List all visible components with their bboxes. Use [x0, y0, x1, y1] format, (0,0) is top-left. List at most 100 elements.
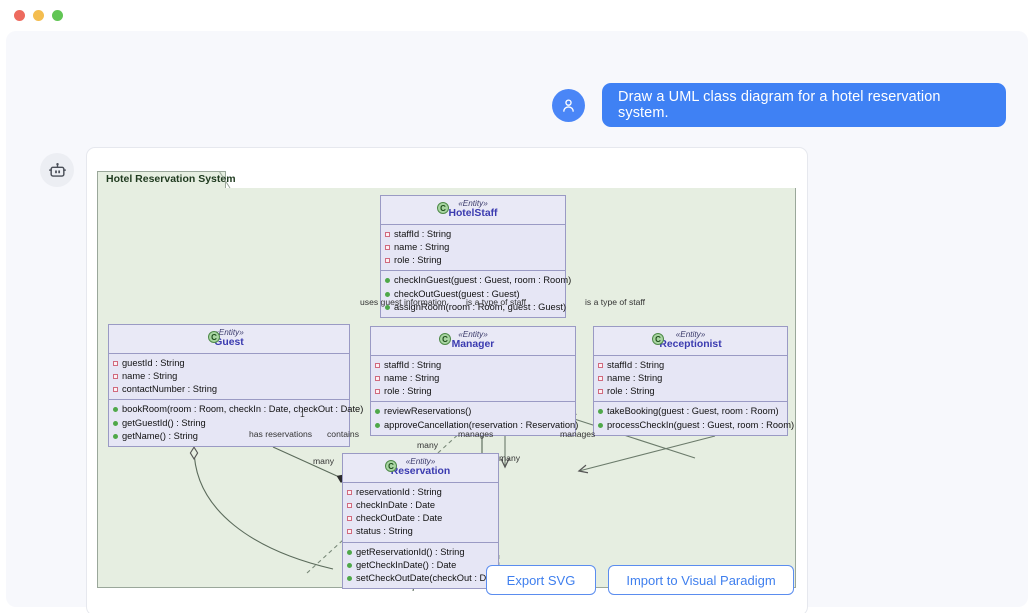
- method-text: takeBooking(guest : Guest, room : Room): [607, 406, 779, 417]
- edge-label-is-a-type-of-staff-manager: is a type of staff: [466, 297, 527, 307]
- export-svg-button[interactable]: Export SVG: [486, 565, 596, 595]
- attribute-marker-icon: [375, 389, 380, 395]
- method-text: getName() : String: [122, 430, 198, 441]
- class-name: Guest: [214, 337, 244, 349]
- method-row: checkOutGuest(guest : Guest): [385, 288, 562, 301]
- minimize-button[interactable]: [33, 10, 44, 21]
- edge-label-one-guest: 1: [300, 409, 305, 419]
- attribute-row: checkInDate : Date: [347, 499, 495, 512]
- attribute-text: checkOutDate : Date: [356, 513, 443, 524]
- method-text: getGuestId() : String: [122, 417, 206, 428]
- class-stereotype: «Entity»: [458, 199, 488, 208]
- attribute-text: name : String: [607, 373, 663, 384]
- attribute-marker-icon: [598, 376, 603, 382]
- class-header: C «Entity» HotelStaff: [381, 196, 565, 225]
- import-to-visual-paradigm-button[interactable]: Import to Visual Paradigm: [608, 565, 794, 595]
- attributes-section: staffId : String name : String role : St…: [381, 225, 565, 271]
- edge-label-many-manager: many: [417, 440, 439, 450]
- class-icon: C: [208, 331, 220, 343]
- user-avatar: [552, 89, 585, 122]
- methods-section: checkInGuest(guest : Guest, room : Room)…: [381, 270, 571, 317]
- assistant-avatar: [40, 153, 74, 187]
- attribute-marker-icon: [375, 376, 380, 382]
- method-text: getCheckInDate() : Date: [356, 559, 457, 570]
- class-icon: C: [437, 202, 449, 214]
- method-marker-icon: [385, 304, 390, 310]
- method-row: approveCancellation(reservation : Reserv…: [375, 419, 578, 432]
- method-marker-icon: [113, 433, 118, 439]
- attributes-section: staffId : String name : String role : St…: [371, 356, 575, 402]
- attribute-text: staffId : String: [384, 359, 442, 370]
- uml-diagram-canvas[interactable]: Hotel Reservation System: [95, 171, 801, 591]
- attribute-row: checkOutDate : Date: [347, 512, 495, 525]
- class-header: C «Entity» Receptionist: [594, 327, 787, 356]
- method-text: processCheckIn(guest : Guest, room : Roo…: [607, 419, 795, 430]
- method-row: getGuestId() : String: [113, 417, 346, 430]
- maximize-button[interactable]: [52, 10, 63, 21]
- methods-section: bookRoom(room : Room, checkIn : Date, ch…: [109, 399, 363, 446]
- attributes-section: reservationId : String checkInDate : Dat…: [343, 483, 498, 542]
- attribute-marker-icon: [347, 529, 352, 535]
- uml-class-reservation[interactable]: C «Entity» Reservation reservationId : S…: [342, 453, 502, 590]
- attribute-text: staffId : String: [394, 228, 452, 239]
- attribute-marker-icon: [375, 362, 380, 368]
- attribute-marker-icon: [113, 387, 118, 393]
- attribute-text: status : String: [356, 526, 413, 537]
- attribute-marker-icon: [385, 231, 390, 237]
- window-titlebar: [0, 0, 1034, 31]
- class-stereotype: «Entity»: [214, 328, 244, 337]
- attribute-marker-icon: [113, 360, 118, 366]
- method-row: assignRoom(room : Room, guest : Guest): [385, 301, 566, 314]
- method-row: takeBooking(guest : Guest, room : Room): [598, 405, 784, 418]
- attribute-text: role : String: [394, 255, 442, 266]
- method-row: getReservationId() : String: [347, 546, 495, 559]
- edge-label-contains: contains: [327, 429, 360, 439]
- attributes-section: guestId : String name : String contactNu…: [109, 354, 349, 400]
- method-marker-icon: [347, 549, 352, 555]
- attribute-row: reservationId : String: [347, 486, 495, 499]
- attribute-row: guestId : String: [113, 357, 346, 370]
- robot-icon: [48, 162, 66, 177]
- attribute-text: staffId : String: [607, 359, 665, 370]
- attribute-marker-icon: [113, 374, 118, 380]
- method-marker-icon: [347, 562, 352, 568]
- method-marker-icon: [375, 422, 380, 428]
- method-text: assignRoom(room : Room, guest : Guest): [394, 301, 567, 312]
- attribute-marker-icon: [347, 503, 352, 509]
- package-tab-corner: [219, 171, 231, 189]
- class-name: Receptionist: [659, 339, 722, 351]
- attribute-marker-icon: [598, 362, 603, 368]
- class-header: C «Entity» Guest: [109, 325, 349, 354]
- attribute-text: role : String: [607, 386, 655, 397]
- class-name: Manager: [451, 339, 495, 351]
- attribute-text: role : String: [384, 386, 432, 397]
- method-text: getReservationId() : String: [356, 546, 465, 557]
- close-button[interactable]: [14, 10, 25, 21]
- attribute-marker-icon: [347, 489, 352, 495]
- attribute-marker-icon: [385, 258, 390, 264]
- class-stereotype: «Entity»: [458, 330, 488, 339]
- method-row: reviewReservations(): [375, 405, 572, 418]
- class-name: HotelStaff: [448, 208, 498, 220]
- methods-section: reviewReservations() approveCancellation…: [371, 401, 578, 434]
- method-row: getCheckInDate() : Date: [347, 559, 495, 572]
- uml-class-guest[interactable]: C «Entity» Guest guestId : String name :…: [108, 324, 363, 447]
- methods-section: getReservationId() : String getCheckInDa…: [343, 541, 502, 589]
- method-marker-icon: [375, 409, 380, 415]
- uml-class-manager[interactable]: C «Entity» Manager staffId : String name…: [370, 326, 578, 436]
- edge-label-many-guest: many: [313, 456, 335, 466]
- edge-label-uses-guest-information: uses guest information: [360, 297, 447, 307]
- class-icon: C: [652, 333, 664, 345]
- attribute-row: name : String: [113, 370, 346, 383]
- attribute-row: staffId : String: [375, 359, 572, 372]
- attribute-row: name : String: [598, 372, 784, 385]
- methods-section: takeBooking(guest : Guest, room : Room) …: [594, 401, 794, 434]
- method-marker-icon: [347, 576, 352, 582]
- user-message-text: Draw a UML class diagram for a hotel res…: [618, 89, 941, 121]
- attribute-row: role : String: [375, 385, 572, 398]
- uml-class-hotelstaff[interactable]: C «Entity» HotelStaff staffId : String n…: [380, 195, 571, 318]
- class-stereotype: «Entity»: [405, 457, 436, 466]
- uml-class-receptionist[interactable]: C «Entity» Receptionist staffId : String…: [593, 326, 794, 436]
- attribute-marker-icon: [598, 389, 603, 395]
- attribute-text: guestId : String: [122, 357, 185, 368]
